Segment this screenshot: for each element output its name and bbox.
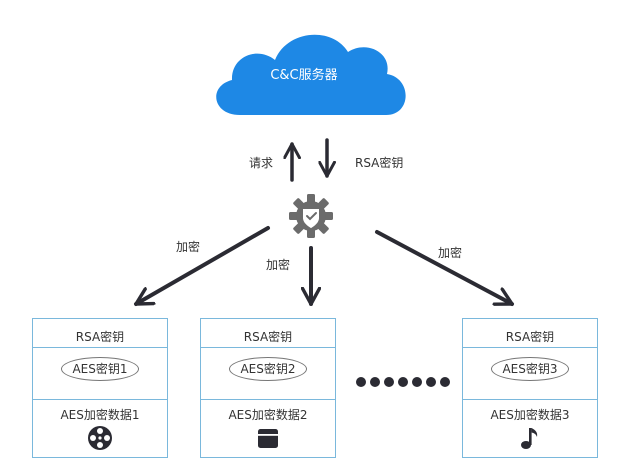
aes-key-text: AES密钥1 — [61, 357, 139, 381]
divider — [463, 347, 597, 348]
divider — [463, 399, 597, 400]
rsa-key-text: RSA密钥 — [243, 330, 293, 344]
divider — [201, 399, 335, 400]
aes-key-text: AES密钥2 — [229, 357, 307, 381]
rsa-key-text: RSA密钥 — [505, 330, 555, 344]
encrypt-arrow-left — [134, 226, 270, 306]
divider — [201, 347, 335, 348]
more-dots-icon — [356, 377, 450, 387]
victim-box-3: RSA密钥 AES密钥3 AES加密数据3 — [462, 318, 598, 458]
rsa-key-text: RSA密钥 — [75, 330, 125, 344]
aes-encrypted-data-text: AES加密数据2 — [228, 408, 308, 422]
cloud-shape — [216, 34, 406, 115]
victim-box-2: RSA密钥 AES密钥2 AES加密数据2 — [200, 318, 336, 458]
music-note-icon — [521, 428, 538, 449]
request-label: 请求 — [249, 156, 274, 170]
encrypt-label-left: 加密 — [176, 240, 201, 254]
encrypt-label-middle: 加密 — [266, 258, 291, 272]
aes-encrypted-data-text: AES加密数据1 — [60, 408, 140, 422]
gear-shield-icon — [289, 194, 333, 238]
divider — [33, 347, 167, 348]
aes-key-text: AES密钥3 — [491, 357, 569, 381]
divider — [33, 399, 167, 400]
rsa-key-label: RSA密钥 — [355, 156, 404, 170]
film-reel-icon — [88, 426, 112, 450]
aes-encrypted-data-text: AES加密数据3 — [490, 408, 570, 422]
clapperboard-icon — [258, 429, 278, 448]
encrypt-label-right: 加密 — [438, 246, 463, 260]
encrypt-arrow-right — [375, 230, 514, 306]
victim-box-1: RSA密钥 AES密钥1 AES加密数据1 — [32, 318, 168, 458]
cc-server-label: C&C服务器 — [270, 68, 338, 83]
